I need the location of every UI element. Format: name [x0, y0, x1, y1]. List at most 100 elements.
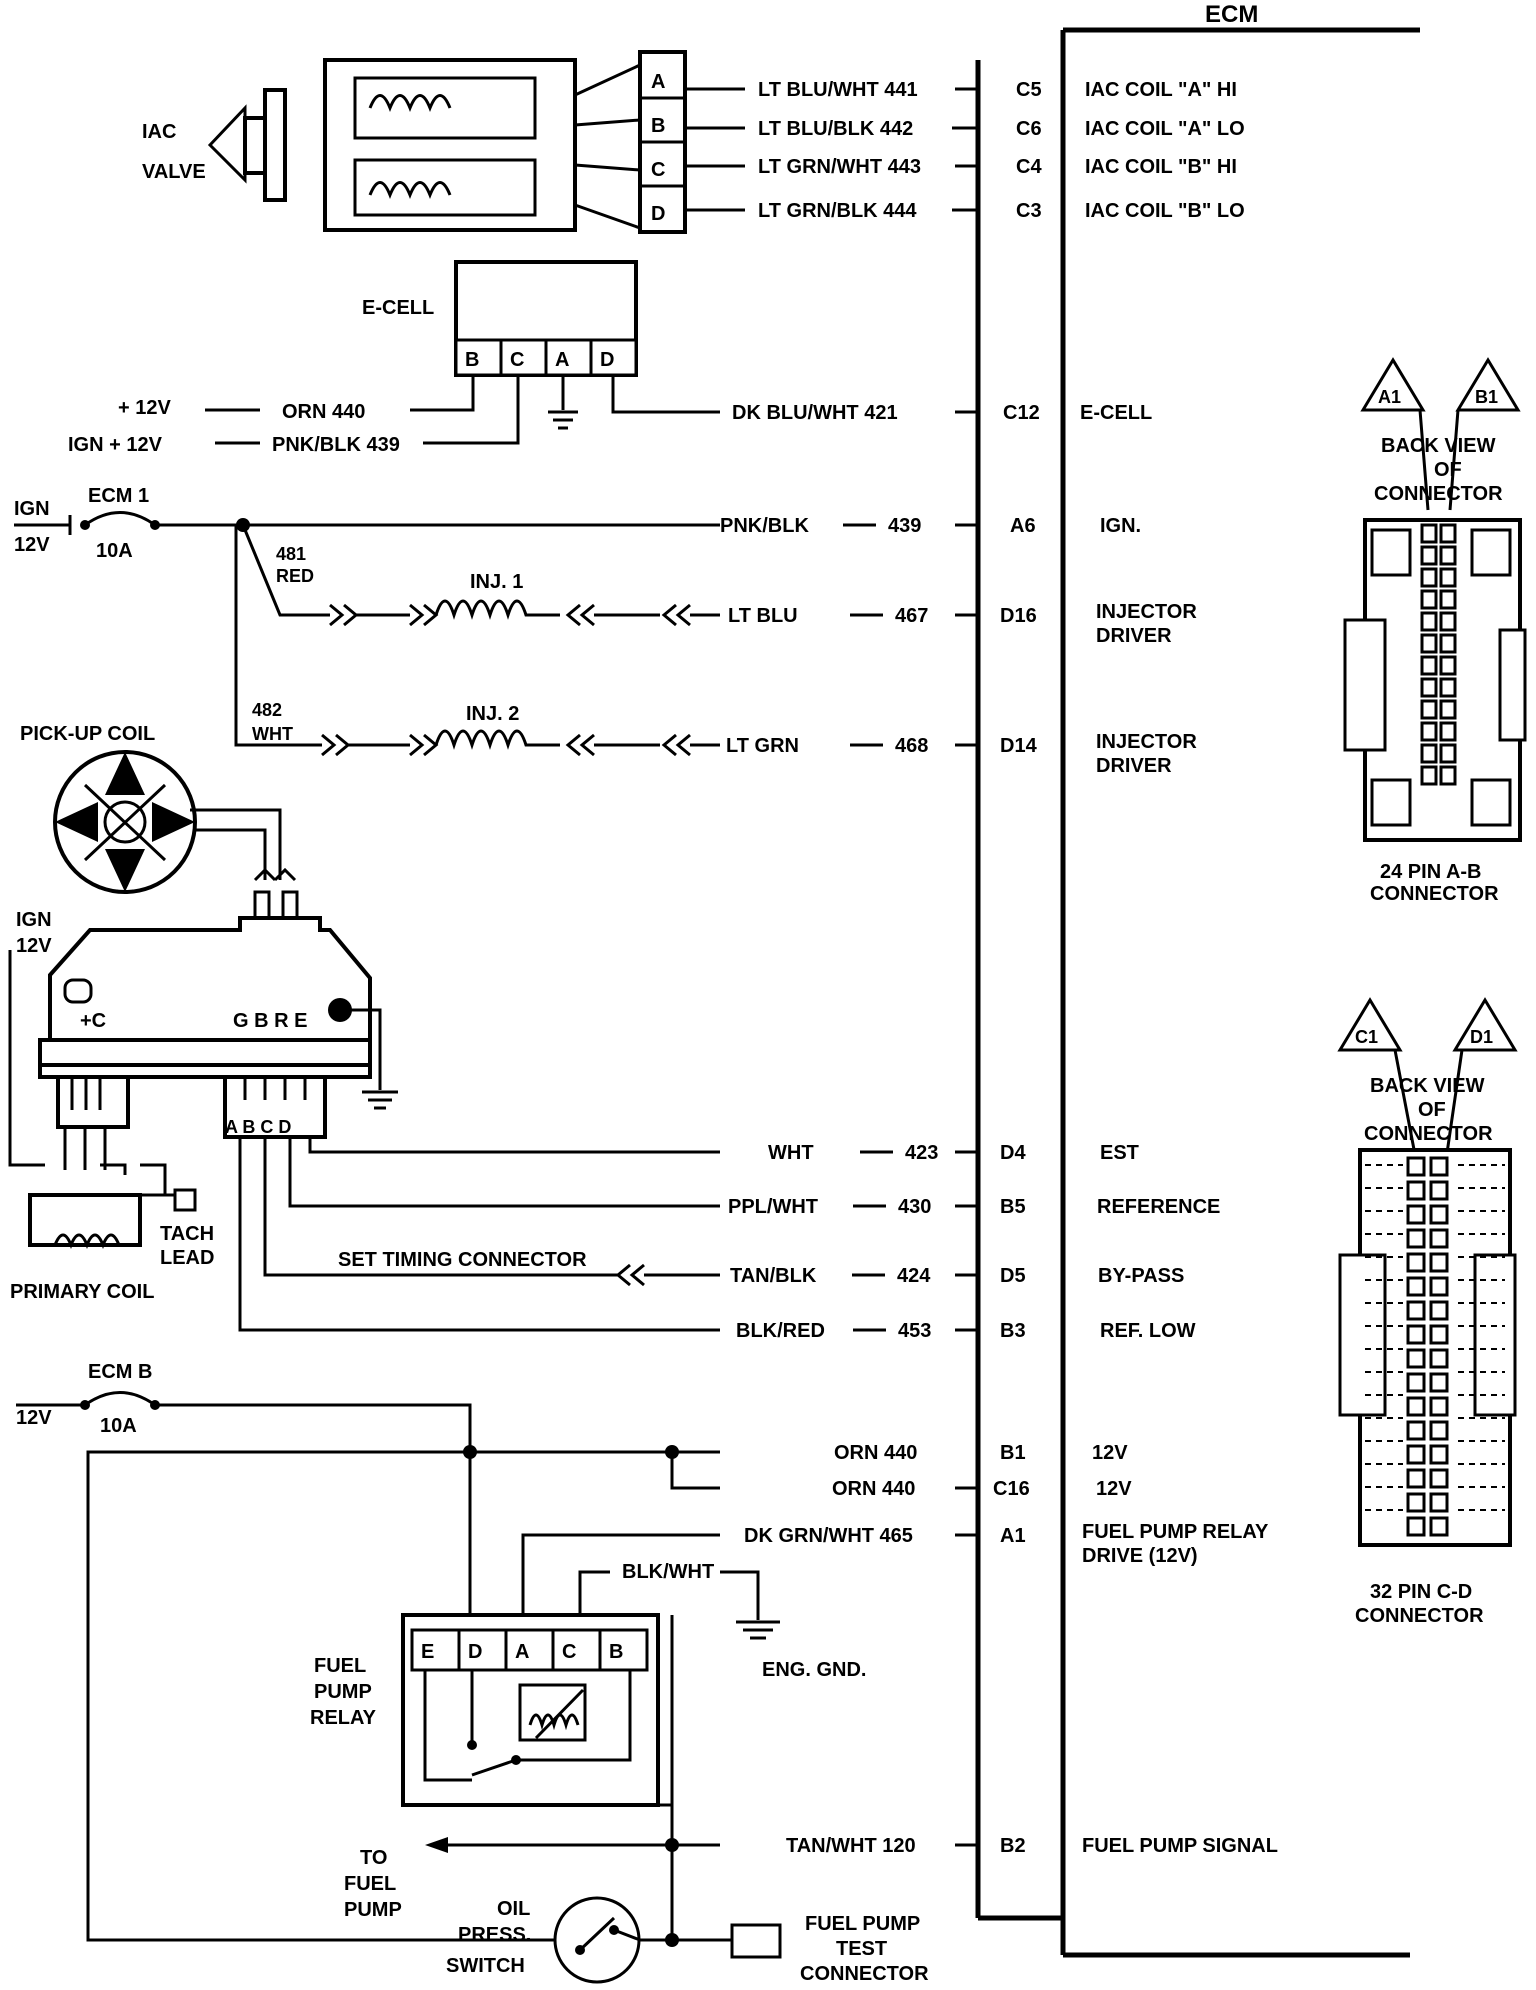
connector-pin [1439, 589, 1457, 610]
connector-pin [1429, 1396, 1449, 1417]
gbre-label: G B R E [233, 1010, 307, 1032]
ecm-pin-function: FUEL PUMP SIGNAL [1082, 1835, 1278, 1857]
wire-482-color: WHT [252, 724, 293, 744]
connector-ab-back-2: OF [1434, 459, 1462, 481]
connector-cd-tag-right: D1 [1470, 1027, 1493, 1047]
connector-cd-back-1: BACK VIEW [1370, 1075, 1485, 1097]
connector-pin [1406, 1180, 1426, 1201]
connector-pin [1406, 1468, 1426, 1489]
ecm-wire-label: ORN 440 [834, 1442, 917, 1464]
ecm-pin-function: INJECTOR [1096, 601, 1197, 623]
iac-pin-c: C [651, 159, 665, 181]
connector-pin [1439, 545, 1457, 566]
primary-coil-label: PRIMARY COIL [10, 1281, 154, 1303]
ecm-pin-function: IAC COIL "A" HI [1085, 79, 1237, 101]
ecm-pin-id: A6 [1010, 515, 1036, 537]
connector-ab: A1 B1 BACK VIEW OF CONNECTOR 24 PIN A-B … [1343, 357, 1527, 905]
ecm-pin-id: C3 [1016, 200, 1042, 222]
connector-cd-back-2: OF [1418, 1099, 1446, 1121]
ecm-wire-label: DK GRN/WHT 465 [744, 1525, 913, 1547]
ecm-wire-label: TAN/WHT 120 [786, 1835, 916, 1857]
ecm-pin-function: REF. LOW [1100, 1320, 1196, 1342]
connector-pin [1420, 523, 1438, 544]
fp-test-2: TEST [836, 1938, 887, 1960]
connector-ab-back-3: CONNECTOR [1374, 483, 1503, 505]
ecm-pin-function: E-CELL [1080, 402, 1152, 424]
fp-test-3: CONNECTOR [800, 1963, 929, 1985]
connector-cd-back-3: CONNECTOR [1364, 1123, 1493, 1145]
ignition-module: PICK-UP COIL P N IGN 12V +C G B R E A B … [8, 723, 398, 1303]
connector-pin [1406, 1420, 1426, 1441]
connector-pin [1429, 1324, 1449, 1345]
iac-wires [685, 87, 978, 212]
e-cell-pin-a: A [555, 349, 569, 371]
relay-pin-b: B [609, 1641, 623, 1663]
ecm-wire-label: PNK/BLK [720, 515, 809, 537]
connector-pin [1406, 1228, 1426, 1249]
connector-ab-tag-left: A1 [1378, 387, 1401, 407]
connector-pin [1420, 655, 1438, 676]
injector-circuit: IGN 12V ECM 1 10A 481 RED 482 WHT INJ. 1… [14, 485, 978, 757]
relay-pin-c: C [562, 1641, 576, 1663]
ign-label: IGN [14, 498, 50, 520]
ecm-pin-id: B5 [1000, 1196, 1026, 1218]
connector-pin [1420, 589, 1438, 610]
connector-pin [1420, 567, 1438, 588]
tach-label: TACH [160, 1223, 214, 1245]
connector-pin [1439, 655, 1457, 676]
connector-pin [1406, 1516, 1426, 1537]
inj1-label: INJ. 1 [470, 571, 523, 593]
connector-pin [1406, 1204, 1426, 1225]
ecm-pin-function: FUEL PUMP RELAY [1082, 1521, 1269, 1543]
connector-cd-caption-1: 32 PIN C-D [1370, 1581, 1472, 1603]
e-cell-label: E-CELL [362, 297, 434, 319]
pnk-blk-439-label: PNK/BLK 439 [272, 434, 400, 456]
tach-lead-label: LEAD [160, 1247, 214, 1269]
ecm-pin-id: B1 [1000, 1442, 1026, 1464]
ecm-circuit-number: 453 [898, 1320, 931, 1342]
ecm-pin-id: A1 [1000, 1525, 1026, 1547]
connector-pin [1420, 677, 1438, 698]
ecm-pin-id: C5 [1016, 79, 1042, 101]
ecm-wire-label: LT GRN/BLK 444 [758, 200, 917, 222]
ecm-pin-id: B3 [1000, 1320, 1026, 1342]
connector-ab-caption-1: 24 PIN A-B [1380, 861, 1482, 883]
connector-pin [1429, 1468, 1449, 1489]
ecm-pin-id: D16 [1000, 605, 1037, 627]
eng-gnd-label: ENG. GND. [762, 1659, 866, 1681]
ecm-pin-id: C16 [993, 1478, 1030, 1500]
connector-ab-back-1: BACK VIEW [1381, 435, 1496, 457]
iac-valve: A B C D IAC VALVE [142, 50, 687, 234]
connector-pin [1406, 1156, 1426, 1177]
oil-press-3: SWITCH [446, 1955, 525, 1977]
connector-pin [1429, 1252, 1449, 1273]
connector-pin [1439, 721, 1457, 742]
connector-pin [1406, 1252, 1426, 1273]
ecm-circuit-number: 423 [905, 1142, 938, 1164]
oil-press-1: OIL [497, 1898, 530, 1920]
connector-pin [1406, 1300, 1426, 1321]
ecm-wire-label: TAN/BLK [730, 1265, 817, 1287]
ecm-pin-function: IAC COIL "A" LO [1085, 118, 1245, 140]
ecm-wire-label: LT BLU/WHT 441 [758, 79, 918, 101]
connector-ab-pins [1420, 523, 1457, 786]
iac-label-2: VALVE [142, 161, 206, 183]
ecm-wire-label: LT GRN [726, 735, 799, 757]
to-fuel-pump-3: PUMP [344, 1899, 402, 1921]
ecm-pin-function: 12V [1092, 1442, 1128, 1464]
ecm-pin-id: C6 [1016, 118, 1042, 140]
to-fuel-pump-1: TO [360, 1847, 387, 1869]
connector-pin [1429, 1372, 1449, 1393]
iac-pin-a: A [651, 71, 665, 93]
relay-pin-d: D [468, 1641, 482, 1663]
ecm-pin-id: D5 [1000, 1265, 1026, 1287]
e-cell-pin-c: C [510, 349, 524, 371]
ecm-wire-label: DK BLU/WHT 421 [732, 402, 898, 424]
ecm-pin-id: B2 [1000, 1835, 1026, 1857]
ecm1-fuse-rating: 10A [96, 540, 133, 562]
oil-press-2: PRESS. [458, 1924, 531, 1946]
connector-pin [1439, 523, 1457, 544]
ecm1-fuse-label: ECM 1 [88, 485, 149, 507]
iac-pin-b: B [651, 115, 665, 137]
plus-c-label: +C [80, 1010, 106, 1032]
